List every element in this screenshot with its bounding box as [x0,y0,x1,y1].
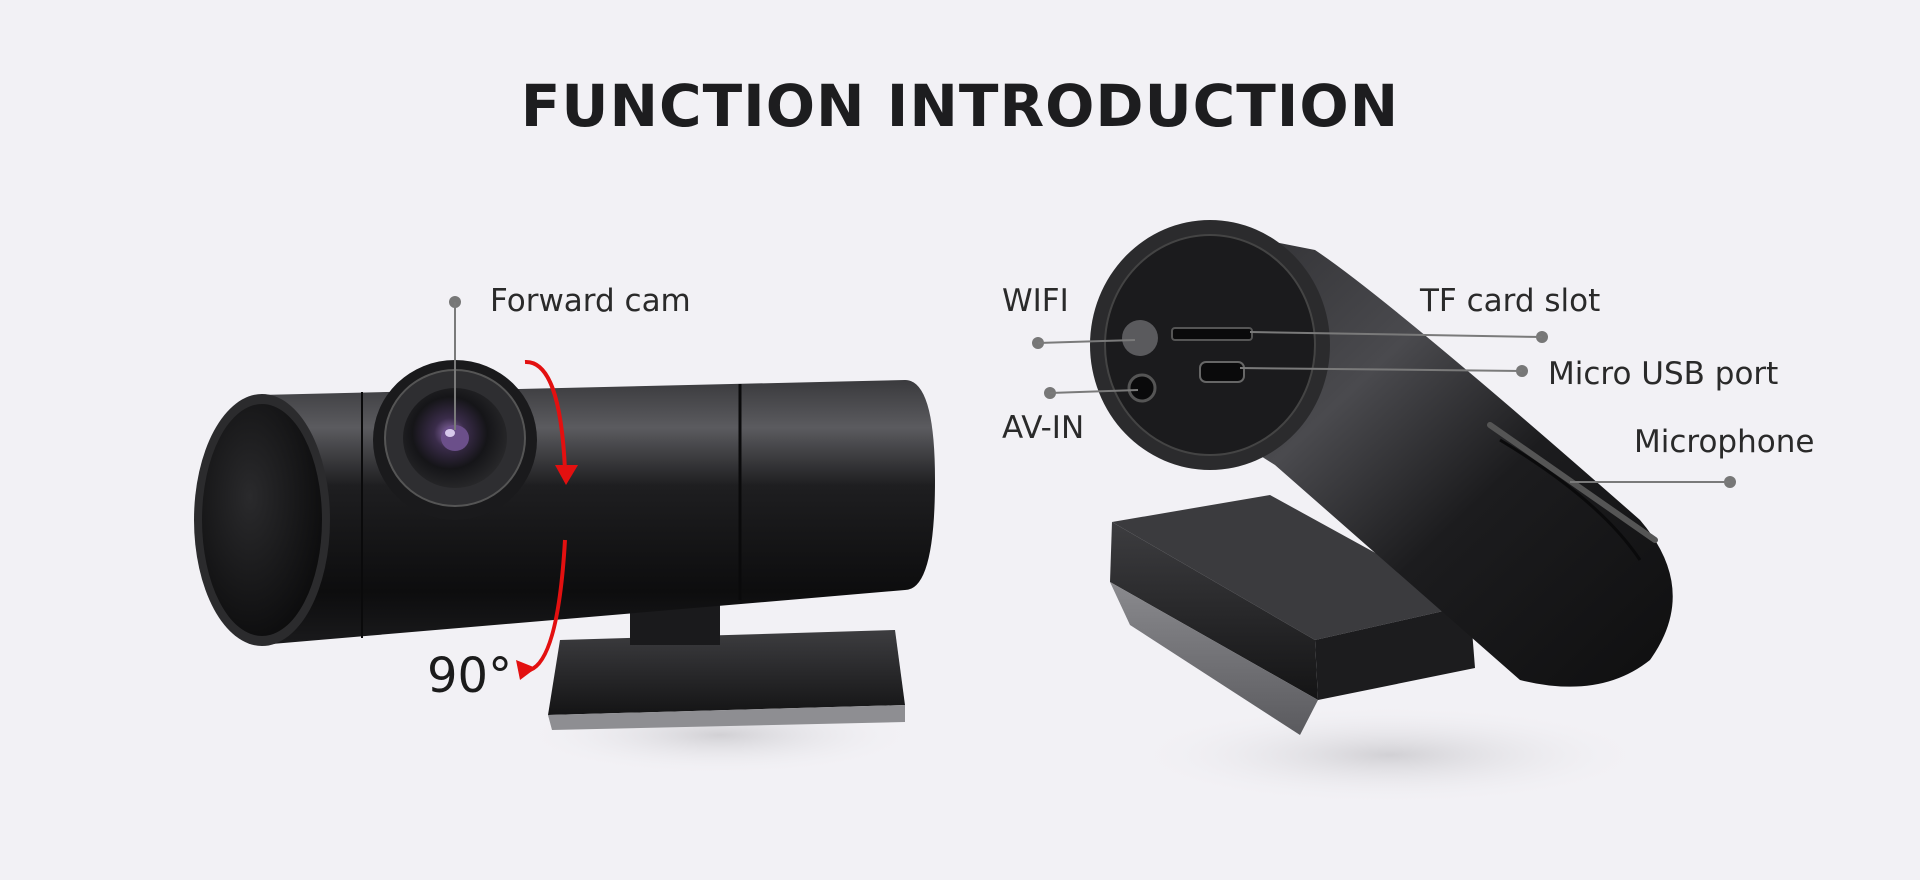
tf-card-slot-label: TF card slot [1420,283,1601,319]
forward-cam-label: Forward cam [490,283,691,319]
rotation-arrow [516,359,578,680]
forward-cam-lens [373,360,537,520]
back-camera-mount [1110,495,1475,735]
rotation-angle-label: 90° [427,648,513,704]
wifi-label: WIFI [1002,283,1069,319]
tf-card-slot [1171,327,1253,341]
front-camera-mount [548,600,905,730]
av-in-jack [1127,373,1157,403]
back-camera [1032,220,1736,805]
front-camera [194,296,935,775]
wifi-button [1122,320,1158,356]
microphone-label: Microphone [1634,424,1815,460]
back-callouts [1032,331,1736,488]
back-camera-shadow [1130,705,1650,805]
av-in-label: AV-IN [1002,410,1085,446]
micro-usb-port [1199,361,1245,383]
back-camera-end-face [1090,220,1330,470]
micro-usb-port-label: Micro USB port [1548,356,1779,392]
page-title: FUNCTION INTRODUCTION [520,72,1400,140]
